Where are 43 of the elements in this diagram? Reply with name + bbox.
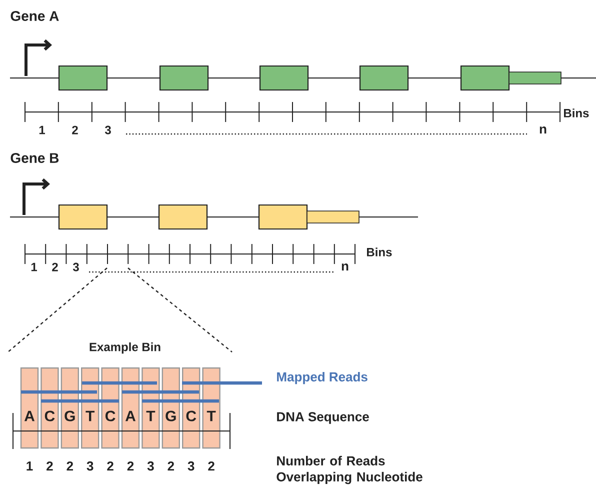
read-count: 3 (147, 461, 154, 471)
nucleotide-box (162, 367, 180, 449)
bin-number: 2 (72, 126, 78, 134)
read-count: 1 (26, 462, 33, 470)
axis-label: Bins (564, 108, 589, 118)
axis-label: Bins (367, 248, 392, 256)
gene-label: Gene A (10, 11, 59, 21)
read-count: 2 (46, 461, 53, 471)
nucleotide-letter: T (86, 410, 95, 422)
nucleotide-box (121, 367, 140, 449)
bin-number: 3 (104, 126, 111, 134)
nucleotide-letter: C (186, 410, 196, 422)
nucleotide-box (60, 367, 79, 449)
legend-text: Number of Reads Overlapping Nucleotide (276, 456, 422, 484)
nucleotide-letter: C (106, 410, 116, 422)
legend-text: Mapped Reads (277, 372, 368, 384)
nucleotide-letter: G (166, 410, 176, 422)
panel-title: Example Bin (90, 342, 160, 354)
nucleotide-box (202, 367, 220, 449)
read-count: 2 (127, 461, 134, 471)
bin-number: 1 (31, 262, 37, 272)
nucleotide-letter: T (206, 410, 216, 422)
nucleotide-letter: T (146, 410, 156, 422)
read-count: 2 (107, 461, 114, 471)
bin-number: 2 (52, 262, 58, 272)
bin-number: n (342, 264, 348, 270)
read-count: 2 (168, 461, 174, 471)
read-count: 3 (188, 461, 194, 471)
read-count: 2 (208, 461, 214, 471)
bin-number: n (540, 126, 546, 134)
nucleotide-letter: A (125, 410, 136, 422)
nucleotide-box (101, 367, 120, 449)
nucleotide-box (40, 367, 59, 449)
nucleotide-box (20, 367, 39, 449)
nucleotide-letter: C (44, 410, 55, 422)
bin-number: 1 (39, 126, 45, 134)
read-count: 3 (86, 461, 94, 471)
nucleotide-letter: A (24, 410, 35, 422)
read-count: 2 (66, 461, 73, 471)
nucleotide-letter: G (64, 410, 75, 422)
gene-label: Gene B (10, 153, 59, 163)
legend-text: DNA Sequence (277, 412, 369, 424)
bin-number: 3 (72, 262, 79, 272)
